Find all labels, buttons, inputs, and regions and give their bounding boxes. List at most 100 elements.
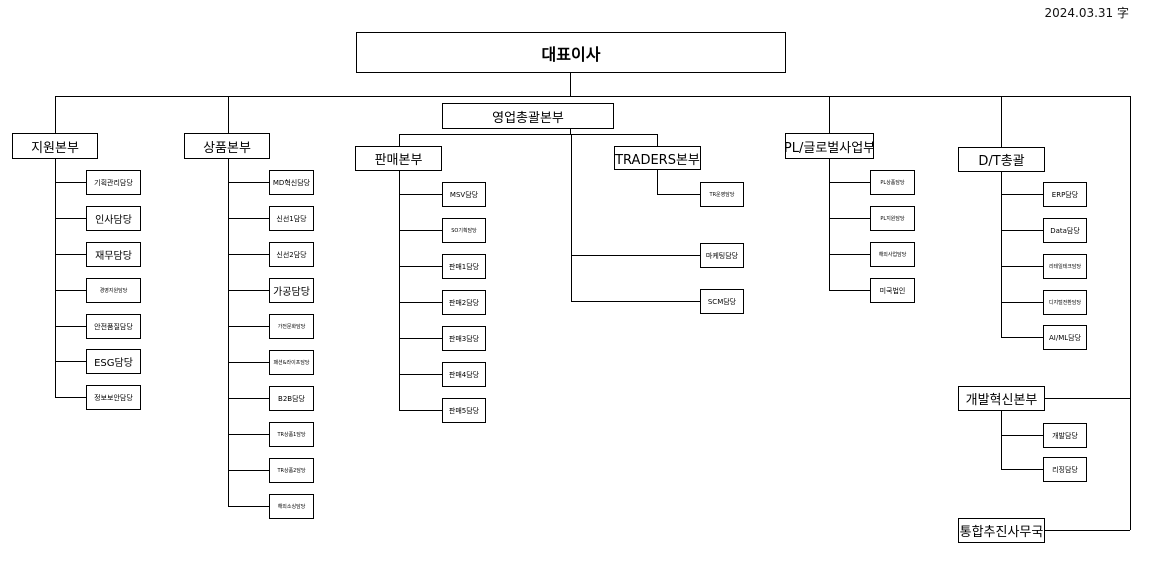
team-box: 정보보안담당 [86,385,141,410]
team-box: 판매5담당 [442,398,486,423]
team-box: AI/ML담당 [1043,325,1087,350]
connector [1044,530,1130,531]
division-support: 지원본부 [12,133,98,159]
division-product: 상품본부 [184,133,270,159]
connector [399,230,442,231]
connector [1001,337,1043,338]
connector [657,194,700,195]
team-box: 리징담당 [1043,457,1087,482]
team-box: B2B담당 [269,386,314,411]
team-box: MD혁신담당 [269,170,314,195]
team-box: 리테일테크담당 [1043,254,1087,279]
connector [399,134,657,135]
connector [399,302,442,303]
connector [829,96,830,133]
team-box: 판매3담당 [442,326,486,351]
team-box: 판매1담당 [442,254,486,279]
team-box: SCM담당 [700,289,744,314]
connector [657,169,658,194]
connector [55,361,86,362]
connector [1001,96,1002,147]
connector [399,170,400,410]
team-box: ERP담당 [1043,182,1087,207]
team-box: 마케팅담당 [700,243,744,268]
connector [228,182,269,183]
connector [1001,172,1002,337]
connector [829,254,870,255]
connector [399,194,442,195]
connector [55,254,86,255]
connector [571,134,572,301]
team-box: PL지원담당 [870,206,915,231]
connector [228,362,269,363]
team-box: 안전품질담당 [86,314,141,339]
connector [1001,302,1043,303]
connector [55,290,86,291]
connector [399,266,442,267]
division-pl-global: PL/글로벌사업부 [785,133,874,159]
team-box: 신선1담당 [269,206,314,231]
connector [829,218,870,219]
connector [571,255,700,256]
team-box: 경영지원담당 [86,278,141,303]
connector [399,410,442,411]
connector [1001,230,1043,231]
connector [399,374,442,375]
connector [657,134,658,146]
connector [1001,266,1043,267]
division-integration-office: 통합추진사무국 [958,518,1045,543]
connector [228,254,269,255]
connector [228,470,269,471]
connector [570,128,571,134]
connector [228,218,269,219]
connector [55,96,1130,97]
connector [55,182,86,183]
division-sales-hq: 영업총괄본부 [442,103,614,129]
team-box: TR운영담당 [700,182,744,207]
team-box: 디지털전환담당 [1043,290,1087,315]
connector [55,218,86,219]
team-box: 재무담당 [86,242,141,267]
division-dt: D/T총괄 [958,147,1045,172]
connector [55,326,86,327]
connector [570,72,571,96]
connector [1130,96,1131,530]
connector [829,159,830,290]
connector [1001,435,1043,436]
team-box: 미국법인 [870,278,915,303]
team-box: 해외사업담당 [870,242,915,267]
connector [1001,194,1043,195]
connector [228,290,269,291]
connector [1001,411,1002,469]
team-box: PL상품담당 [870,170,915,195]
team-box: 판매4담당 [442,362,486,387]
team-box: 기획관리담당 [86,170,141,195]
team-box: SO기획담당 [442,218,486,243]
connector [399,338,442,339]
division-traders: TRADERS본부 [614,146,701,170]
team-box: 인사담당 [86,206,141,231]
team-box: 개발담당 [1043,423,1087,448]
connector [55,397,86,398]
effective-date: 2024.03.31 字 [1044,6,1129,20]
connector [228,434,269,435]
ceo-box: 대표이사 [356,32,786,73]
team-box: ESG담당 [86,349,141,374]
connector [55,96,56,133]
division-dev-innovation: 개발혁신본부 [958,386,1045,411]
division-sales: 판매본부 [355,146,442,171]
team-box: TR상품1담당 [269,422,314,447]
team-box: 해외소싱담당 [269,494,314,519]
team-box: 판매2담당 [442,290,486,315]
connector [1001,469,1043,470]
connector [829,290,870,291]
connector [228,506,269,507]
team-box: 가공담당 [269,278,314,303]
team-box: MSV담당 [442,182,486,207]
connector [399,134,400,146]
team-box: TR상품2담당 [269,458,314,483]
team-box: Data담당 [1043,218,1087,243]
team-box: 패션&라이프담당 [269,350,314,375]
team-box: 신선2담당 [269,242,314,267]
connector [571,301,700,302]
